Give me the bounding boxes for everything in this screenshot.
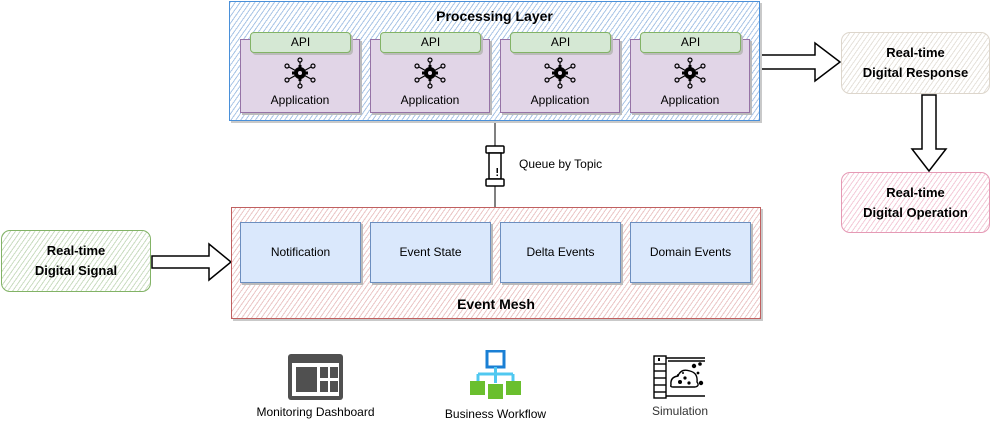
digital-signal-node[interactable]: Real-time Digital Signal (1, 230, 151, 292)
arrow-to-operation (910, 94, 948, 173)
digital-response-node[interactable]: Real-time Digital Response (841, 32, 990, 94)
gear-network-icon (674, 57, 706, 89)
processing-layer[interactable]: Processing Layer Application API (229, 1, 760, 121)
api-box[interactable]: API (250, 32, 351, 53)
digital-signal-line2: Digital Signal (34, 263, 118, 278)
queue-icon[interactable] (484, 145, 506, 187)
arrow-signal-to-mesh (151, 242, 233, 282)
arrow-to-response (760, 41, 842, 83)
processing-layer-title: Processing Layer (436, 8, 553, 24)
api-box[interactable]: API (640, 32, 741, 53)
digital-operation-line1: Real-time (886, 184, 945, 200)
digital-signal-line1: Real-time (46, 243, 106, 258)
simulation-label: Simulation (651, 404, 709, 418)
application-label: Application (530, 93, 590, 107)
simulation-icon[interactable] (653, 355, 705, 399)
event-box-delta-events[interactable]: Delta Events (500, 222, 621, 283)
queue-label: Queue by Topic (519, 157, 603, 171)
application-label: Application (270, 93, 330, 107)
application-label: Application (660, 93, 720, 107)
workflow-icon[interactable] (470, 350, 522, 400)
dashboard-icon[interactable] (288, 354, 343, 400)
gear-network-icon (284, 57, 316, 89)
api-box[interactable]: API (380, 32, 481, 53)
gear-network-icon (414, 57, 446, 89)
digital-response-line1: Real-time (886, 45, 945, 60)
api-box[interactable]: API (510, 32, 611, 53)
event-box-notification[interactable]: Notification (240, 222, 361, 283)
event-mesh[interactable]: Notification Event State Delta Events Do… (231, 207, 761, 319)
event-box-domain-events[interactable]: Domain Events (630, 222, 751, 283)
event-box-event-state[interactable]: Event State (370, 222, 491, 283)
gear-network-icon (544, 57, 576, 89)
application-label: Application (400, 93, 460, 107)
digital-operation-line2: Digital Operation (863, 204, 968, 220)
digital-operation-node[interactable]: Real-time Digital Operation (841, 172, 990, 233)
digital-response-line2: Digital Response (862, 65, 969, 80)
business-workflow-label: Business Workflow (444, 407, 547, 421)
event-mesh-title: Event Mesh (457, 296, 535, 312)
monitoring-dashboard-label: Monitoring Dashboard (256, 405, 375, 419)
